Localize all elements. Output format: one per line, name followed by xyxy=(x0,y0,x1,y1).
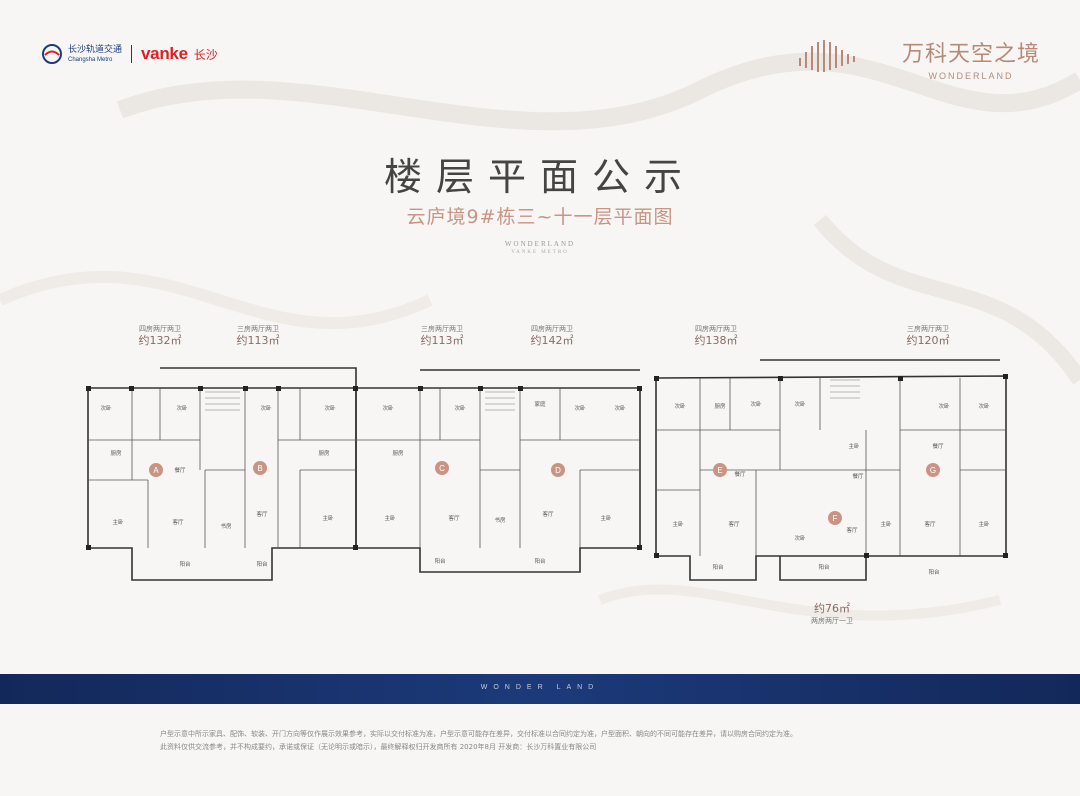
brand-lines-icon xyxy=(798,40,855,72)
room-label: 次卧 xyxy=(674,402,686,410)
room-label: 厨房 xyxy=(110,449,122,457)
room-label: 主卧 xyxy=(384,514,396,522)
footer-band xyxy=(0,674,1080,704)
room-label: 阳台 xyxy=(256,560,268,568)
small-brand-mark-sub: VANKE METRO xyxy=(511,250,569,255)
unit-marker-f: F xyxy=(833,514,838,523)
brand-name-cn: 万科天空之境 xyxy=(901,42,1040,67)
unit-area-f: 约76㎡ xyxy=(814,602,850,615)
room-label: 客厅 xyxy=(172,518,184,526)
city-label: 长沙 xyxy=(193,47,218,62)
page-subtitle: 云庐境9#栋三~十一层平面图 xyxy=(406,206,674,228)
project-brand: 万科天空之境 WONDERLAND xyxy=(796,36,1040,81)
room-label: 阳台 xyxy=(928,568,940,576)
unit-area-a: 约132㎡ xyxy=(139,334,182,347)
room-label: 主卧 xyxy=(978,520,990,528)
room-label: 次卧 xyxy=(794,400,806,408)
room-label: 阳台 xyxy=(534,557,546,565)
room-label: 客厅 xyxy=(728,520,740,528)
room-label: 主卧 xyxy=(600,514,612,522)
unit-type-b: 三房两厅两卫 xyxy=(237,324,279,333)
room-label: 家庭 xyxy=(534,400,546,408)
room-label: 阳台 xyxy=(818,563,830,571)
metro-name-en: Changsha Metro xyxy=(68,56,113,63)
room-label: 餐厅 xyxy=(852,472,864,480)
room-label: 次卧 xyxy=(794,534,806,542)
unit-type-g: 三房两厅两卫 xyxy=(907,324,949,333)
room-label: 次卧 xyxy=(938,402,950,410)
room-label: 厨房 xyxy=(714,402,726,410)
room-label: 次卧 xyxy=(324,404,336,412)
disclaimer-line-2: 此资料仅供交流参考，并不构成要约，承诺或保证（无论明示或暗示），最终解释权归开发… xyxy=(160,743,597,751)
unit-area-d: 约142㎡ xyxy=(531,334,574,347)
room-label: 次卧 xyxy=(176,404,188,412)
room-label: 次卧 xyxy=(978,402,990,410)
room-label: 次卧 xyxy=(614,404,626,412)
room-label: 书房 xyxy=(494,516,506,524)
unit-marker-c: C xyxy=(439,464,445,473)
unit-type-c: 三房两厅两卫 xyxy=(421,324,463,333)
room-label: 次卧 xyxy=(574,404,586,412)
unit-type-e: 四房两厅两卫 xyxy=(695,324,737,333)
room-label: 餐厅 xyxy=(734,470,746,478)
room-label: 主卧 xyxy=(672,520,684,528)
unit-area-g: 约120㎡ xyxy=(907,334,950,347)
room-label: 客厅 xyxy=(924,520,936,528)
room-label: 厨房 xyxy=(392,449,404,457)
metro-vanke-logo: 长沙轨道交通 Changsha Metro vanke 长沙 xyxy=(42,44,218,64)
unit-marker-b: B xyxy=(257,464,262,473)
room-label: 次卧 xyxy=(382,404,394,412)
unit-type-f: 两房两厅一卫 xyxy=(811,616,853,625)
room-label: 客厅 xyxy=(542,510,554,518)
disclaimer: 户型示意中所示家具、配饰、软装、开门方向等仅作展示效果参考，实际以交付标准为准，… xyxy=(160,728,940,754)
room-label: 阳台 xyxy=(179,560,191,568)
unit-marker-d: D xyxy=(555,466,561,475)
page-title: 楼层平面公示 xyxy=(383,155,696,199)
unit-type-d: 四房两厅两卫 xyxy=(531,324,573,333)
room-label: 客厅 xyxy=(846,526,858,534)
unit-markers xyxy=(149,461,940,525)
small-brand-mark: WONDERLAND xyxy=(504,240,576,248)
unit-marker-a: A xyxy=(153,466,159,475)
room-label: 主卧 xyxy=(880,520,892,528)
room-label: 主卧 xyxy=(322,514,334,522)
room-label: 次卧 xyxy=(750,400,762,408)
vanke-logo: vanke xyxy=(141,44,188,63)
room-label: 次卧 xyxy=(100,404,112,412)
room-label: 书房 xyxy=(220,522,232,530)
room-label: 餐厅 xyxy=(932,442,944,450)
unit-type-a: 四房两厅两卫 xyxy=(139,324,181,333)
unit-area-e: 约138㎡ xyxy=(695,334,738,347)
unit-marker-g: G xyxy=(930,466,936,475)
room-label: 阳台 xyxy=(712,563,724,571)
room-label: 主卧 xyxy=(112,518,124,526)
room-label: 厨房 xyxy=(318,449,330,457)
brand-name-en: WONDERLAND xyxy=(928,71,1014,81)
room-label: 客厅 xyxy=(448,514,460,522)
room-label: 阳台 xyxy=(434,557,446,565)
disclaimer-line-1: 户型示意中所示家具、配饰、软装、开门方向等仅作展示效果参考，实际以交付标准为准，… xyxy=(160,730,797,738)
footer-band-text: WONDER LAND xyxy=(480,684,600,691)
unit-area-b: 约113㎡ xyxy=(237,334,280,347)
room-label: 客厅 xyxy=(256,510,268,518)
unit-marker-e: E xyxy=(717,466,722,475)
room-label: 次卧 xyxy=(260,404,272,412)
room-label: 餐厅 xyxy=(174,466,186,474)
unit-area-c: 约113㎡ xyxy=(421,334,464,347)
logo-divider xyxy=(131,45,133,63)
room-label: 主卧 xyxy=(848,442,860,450)
room-label: 次卧 xyxy=(454,404,466,412)
metro-logo-icon xyxy=(42,44,62,64)
metro-name-cn: 长沙轨道交通 xyxy=(68,44,123,55)
